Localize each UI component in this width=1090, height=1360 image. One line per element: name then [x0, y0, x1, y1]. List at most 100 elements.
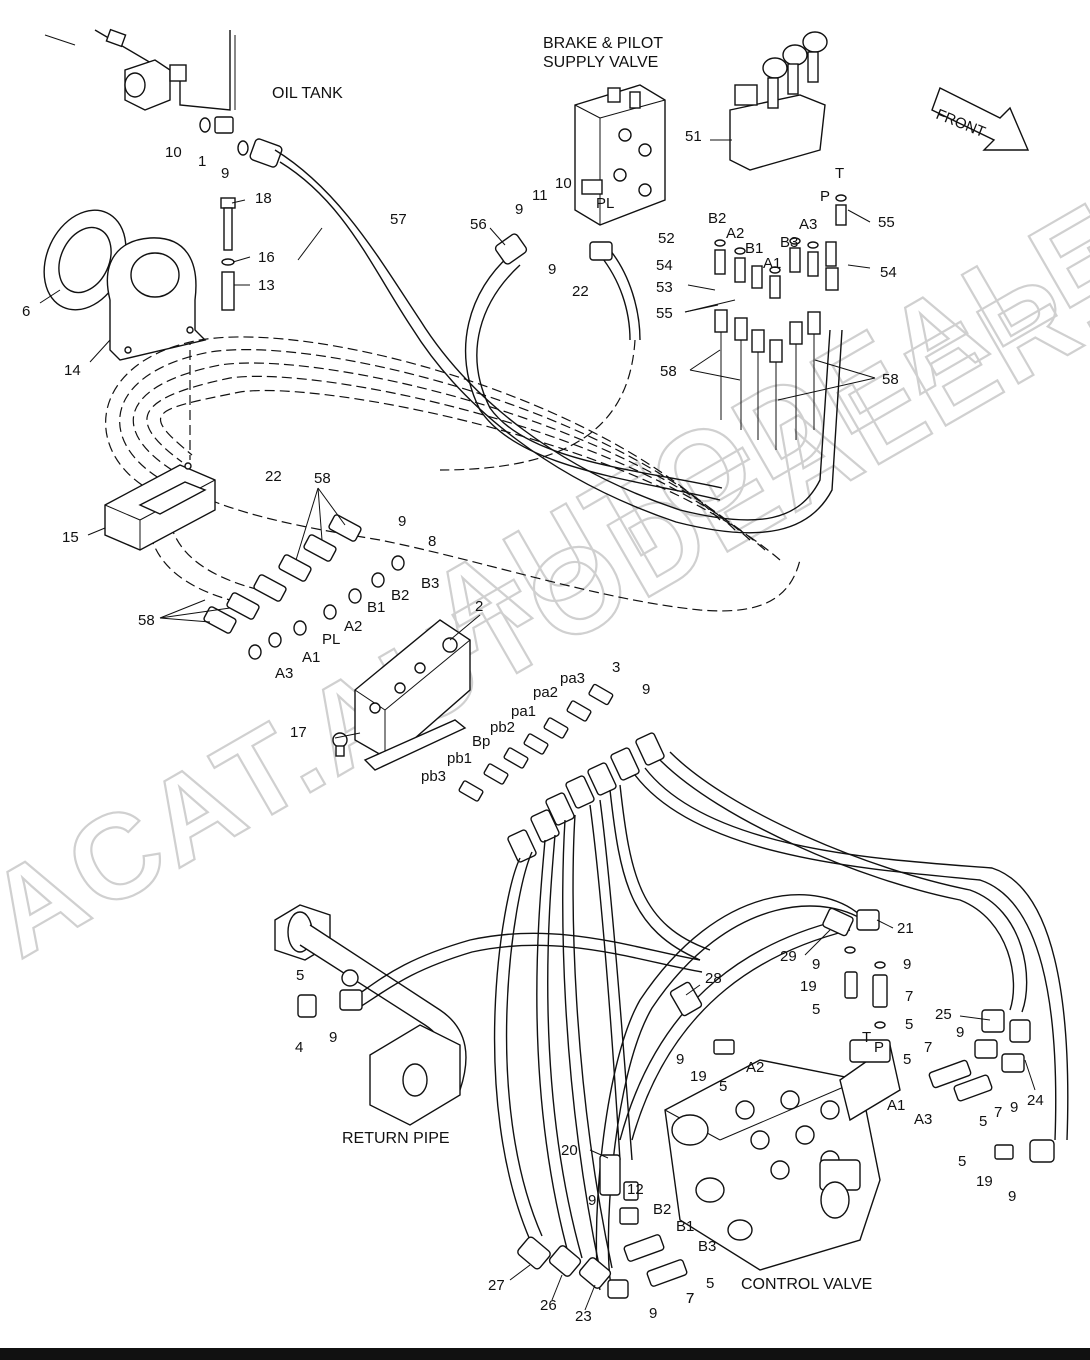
- control-valve-fittings: [517, 907, 1055, 1299]
- seal-6: [43, 209, 127, 311]
- pilot-line-bundle: [105, 336, 801, 612]
- callout: B3: [780, 234, 798, 251]
- callout: 10: [165, 144, 182, 161]
- caption-return-pipe: RETURN PIPE: [342, 1130, 450, 1147]
- callout: 24: [1027, 1092, 1044, 1109]
- callout: 5: [296, 967, 304, 984]
- caption-brake-pilot-line1: BRAKE & PILOT: [543, 35, 663, 52]
- callout: 51: [685, 128, 702, 145]
- callout: 12: [627, 1181, 644, 1198]
- callout: pa3: [560, 670, 585, 687]
- callout: 54: [880, 264, 897, 281]
- hose-22-supply: [599, 254, 631, 341]
- hose-57: [274, 149, 831, 521]
- callout: 29: [780, 948, 797, 965]
- front-arrow: FRONT: [931, 87, 1030, 151]
- callout: B1: [676, 1218, 694, 1235]
- callout: A3: [275, 665, 293, 682]
- callout: 9: [956, 1024, 964, 1041]
- callout: 58: [882, 371, 899, 388]
- clamp-block-15: [104, 462, 216, 551]
- callout: 5: [905, 1016, 913, 1033]
- callout: B3: [698, 1238, 716, 1255]
- callout: 9: [221, 165, 229, 182]
- callout: 21: [897, 920, 914, 937]
- callout: 4: [295, 1039, 303, 1056]
- bottom-border-bar: [0, 1348, 1090, 1360]
- callout: 9: [398, 513, 406, 530]
- callout: 9: [329, 1029, 337, 1046]
- callout: A1: [763, 255, 781, 272]
- callout: 54: [656, 257, 673, 274]
- caption-oil-tank: OIL TANK: [272, 85, 343, 102]
- joystick-fittings: [714, 194, 847, 450]
- callout: 28: [705, 970, 722, 987]
- oil-tank: [44, 28, 236, 111]
- callout: 7: [924, 1039, 932, 1056]
- pilot-manifold-2: [354, 619, 471, 771]
- callout: 53: [656, 279, 673, 296]
- callout: 18: [255, 190, 272, 207]
- callout: 16: [258, 249, 275, 266]
- callout: A3: [799, 216, 817, 233]
- callout: 22: [572, 283, 589, 300]
- callout: 10: [555, 175, 572, 192]
- callout: 9: [515, 201, 523, 218]
- callout: 6: [22, 303, 30, 320]
- callout: pb1: [447, 750, 472, 767]
- callout: 3: [612, 659, 620, 676]
- control-valve: [664, 1039, 901, 1271]
- callout: 9: [676, 1051, 684, 1068]
- joystick-valve-51: [729, 31, 828, 171]
- callout: pb3: [421, 768, 446, 785]
- callout: 15: [62, 529, 79, 546]
- callout: 20: [561, 1142, 578, 1159]
- callout: P: [874, 1039, 884, 1056]
- callout: A2: [746, 1059, 764, 1076]
- callout: 55: [656, 305, 673, 322]
- callout: 9: [649, 1305, 657, 1322]
- callout: pb2: [490, 719, 515, 736]
- callout: 58: [138, 612, 155, 629]
- callout: 9: [903, 956, 911, 973]
- callout: B2: [391, 587, 409, 604]
- callout: 9: [1008, 1188, 1016, 1205]
- callout: B2: [708, 210, 726, 227]
- callout: P: [820, 188, 830, 205]
- callout: 55: [878, 214, 895, 231]
- callout: Bp: [472, 733, 490, 750]
- callout: 8: [428, 533, 436, 550]
- callout: 9: [1010, 1099, 1018, 1116]
- callout: 57: [390, 211, 407, 228]
- callout: PL: [322, 631, 340, 648]
- callout: A1: [302, 649, 320, 666]
- callout: 23: [575, 1308, 592, 1325]
- callout: 19: [690, 1068, 707, 1085]
- callout: 13: [258, 277, 275, 294]
- callout: pa2: [533, 684, 558, 701]
- callout: B2: [653, 1201, 671, 1218]
- brake-pilot-supply-valve: [574, 84, 666, 226]
- callout: 9: [588, 1192, 596, 1209]
- callout: 56: [470, 216, 487, 233]
- tank-fittings: [199, 116, 283, 168]
- callout: 58: [314, 470, 331, 487]
- bolt-assembly: [189, 197, 236, 460]
- callout: 5: [958, 1153, 966, 1170]
- fittings-58-group: [203, 514, 405, 660]
- callout: 9: [548, 261, 556, 278]
- callout: 27: [488, 1277, 505, 1294]
- callout: 19: [976, 1173, 993, 1190]
- callout: 14: [64, 362, 81, 379]
- callout: B1: [745, 240, 763, 257]
- bracket-14: [106, 237, 207, 361]
- callout: 22: [265, 468, 282, 485]
- caption-brake-pilot-line2: SUPPLY VALVE: [543, 54, 658, 71]
- callout: 5: [719, 1078, 727, 1095]
- pilot-port-fittings: [458, 683, 665, 863]
- callout: 52: [658, 230, 675, 247]
- caption-control-valve: CONTROL VALVE: [741, 1276, 872, 1293]
- callout: 58: [660, 363, 677, 380]
